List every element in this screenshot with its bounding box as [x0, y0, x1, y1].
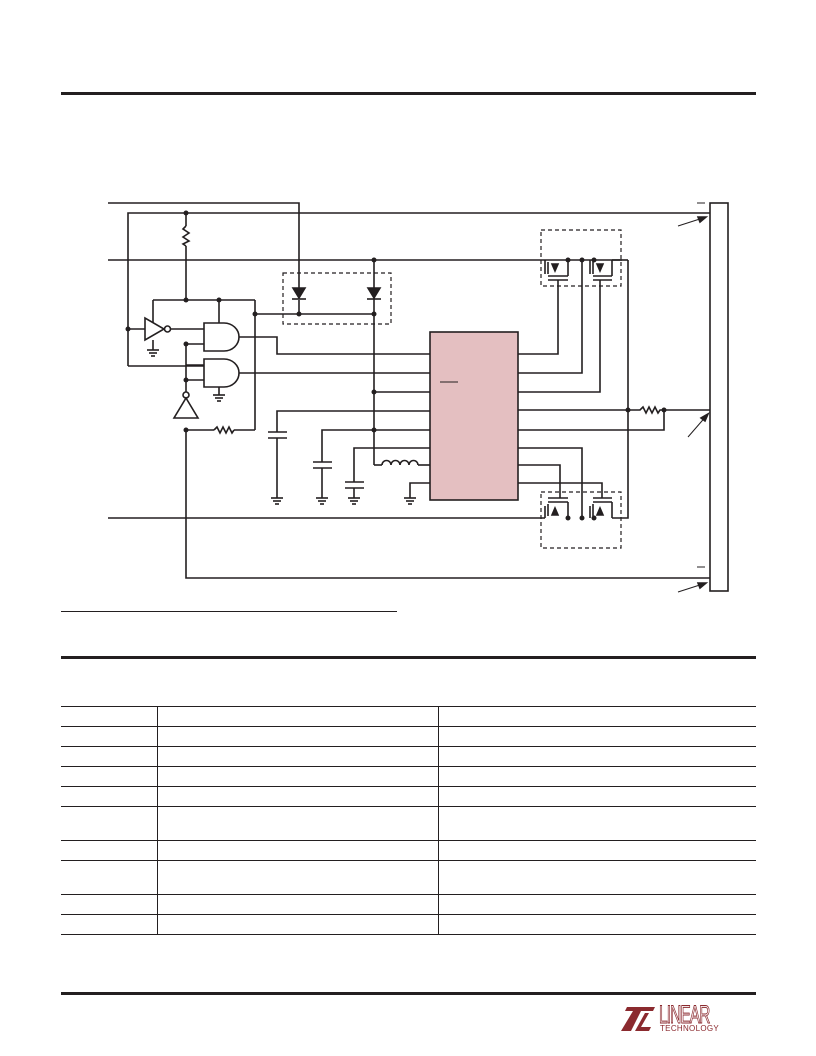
table-row [61, 860, 756, 894]
table-row [61, 840, 756, 860]
capacitor [313, 461, 332, 469]
footer-rule [61, 992, 756, 995]
figure-caption-rule [61, 611, 397, 612]
logo-subtext: TECHNOLOGY [660, 1024, 720, 1033]
inductor [381, 459, 419, 466]
mosfet-box-bottom [540, 491, 622, 549]
resistor [630, 405, 664, 415]
buffer [172, 391, 200, 419]
table-row [61, 766, 756, 786]
diode-module-box [282, 272, 392, 325]
capacitor [268, 431, 287, 439]
table-row [61, 726, 756, 746]
inverter [144, 316, 172, 357]
table-row [61, 914, 756, 935]
table-row [61, 806, 756, 840]
connector-bar [709, 202, 729, 592]
specification-table [61, 706, 756, 935]
mosfet-pair [544, 260, 613, 281]
and-gate [203, 322, 240, 352]
ic-block [429, 331, 519, 501]
table-row [61, 786, 756, 806]
and-gate [203, 358, 240, 402]
capacitor [345, 481, 364, 489]
wires [108, 202, 710, 579]
resistor [213, 425, 235, 435]
connector-arrows [677, 202, 710, 593]
mosfet-pair [544, 497, 613, 518]
logo-wordmark: LINEAR [659, 1001, 711, 1030]
diode [366, 287, 382, 300]
section-rule [61, 656, 756, 659]
ground [271, 497, 416, 505]
mosfet-box-top [540, 229, 622, 287]
diode [291, 287, 307, 300]
table-row [61, 894, 756, 914]
header-rule [61, 92, 756, 95]
table-row [61, 706, 756, 726]
table-row [61, 746, 756, 766]
linear-technology-logo: LINEAR TECHNOLOGY [619, 1001, 755, 1033]
lt-logo-icon [621, 1007, 655, 1031]
resistor [181, 225, 191, 247]
